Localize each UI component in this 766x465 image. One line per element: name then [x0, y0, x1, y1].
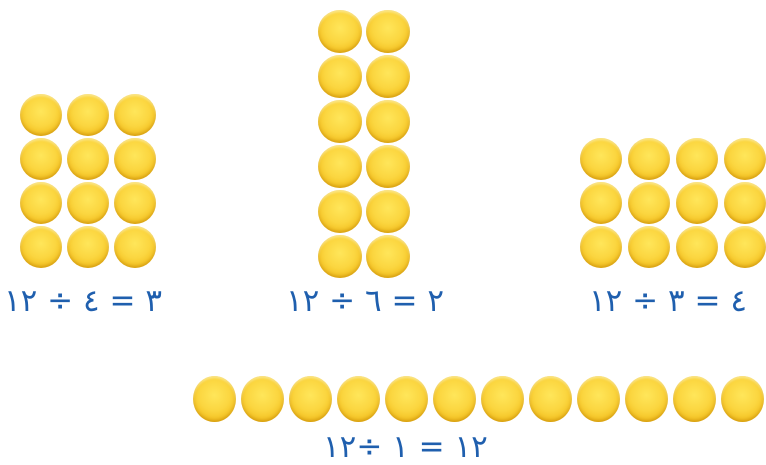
coin-grid	[20, 94, 156, 270]
coin-icon	[724, 226, 766, 268]
coin-icon	[318, 100, 362, 143]
coin-icon	[241, 376, 284, 422]
coin-icon	[20, 182, 62, 224]
coin-icon	[433, 376, 476, 422]
coin-icon	[366, 235, 410, 278]
coin-icon	[193, 376, 236, 422]
coin-icon	[318, 145, 362, 188]
coin-icon	[289, 376, 332, 422]
coin-icon	[366, 145, 410, 188]
coin-icon	[529, 376, 572, 422]
division-equation: ٤ = ٣ ÷ ١٢	[589, 286, 747, 317]
coin-icon	[67, 94, 109, 136]
coin-icon	[366, 10, 410, 53]
coin-icon	[67, 226, 109, 268]
coin-array-4x3	[20, 94, 156, 270]
coin-icon	[20, 226, 62, 268]
coin-icon	[628, 226, 670, 268]
coin-icon	[724, 182, 766, 224]
coin-icon	[625, 376, 668, 422]
coin-icon	[114, 182, 156, 224]
coin-icon	[676, 182, 718, 224]
coin-icon	[580, 138, 622, 180]
division-equation: ٣ = ٤ ÷ ١٢	[4, 286, 162, 317]
coin-icon	[385, 376, 428, 422]
coin-icon	[580, 226, 622, 268]
coin-icon	[673, 376, 716, 422]
coin-icon	[337, 376, 380, 422]
coin-icon	[318, 55, 362, 98]
coin-icon	[366, 100, 410, 143]
coin-icon	[318, 10, 362, 53]
coin-grid	[580, 138, 766, 270]
coin-icon	[67, 182, 109, 224]
coin-icon	[366, 55, 410, 98]
coin-array-1x12	[193, 376, 764, 422]
coin-icon	[366, 190, 410, 233]
coin-icon	[676, 226, 718, 268]
coin-array-6x2	[318, 10, 410, 280]
coin-icon	[20, 138, 62, 180]
coin-icon	[481, 376, 524, 422]
coin-array-3x4	[580, 138, 766, 270]
coin-icon	[114, 226, 156, 268]
coin-icon	[724, 138, 766, 180]
coin-icon	[67, 138, 109, 180]
coin-icon	[628, 138, 670, 180]
coin-icon	[114, 94, 156, 136]
coin-icon	[318, 190, 362, 233]
coin-icon	[114, 138, 156, 180]
coin-grid	[318, 10, 410, 280]
coin-icon	[676, 138, 718, 180]
division-equation: ٢ = ٦ ÷ ١٢	[286, 286, 444, 317]
coin-icon	[318, 235, 362, 278]
coin-icon	[628, 182, 670, 224]
coin-icon	[577, 376, 620, 422]
coin-icon	[580, 182, 622, 224]
coin-icon	[20, 94, 62, 136]
coin-grid	[193, 376, 764, 422]
division-equation: ١٢ = ١ ÷١٢	[323, 432, 488, 463]
coin-icon	[721, 376, 764, 422]
